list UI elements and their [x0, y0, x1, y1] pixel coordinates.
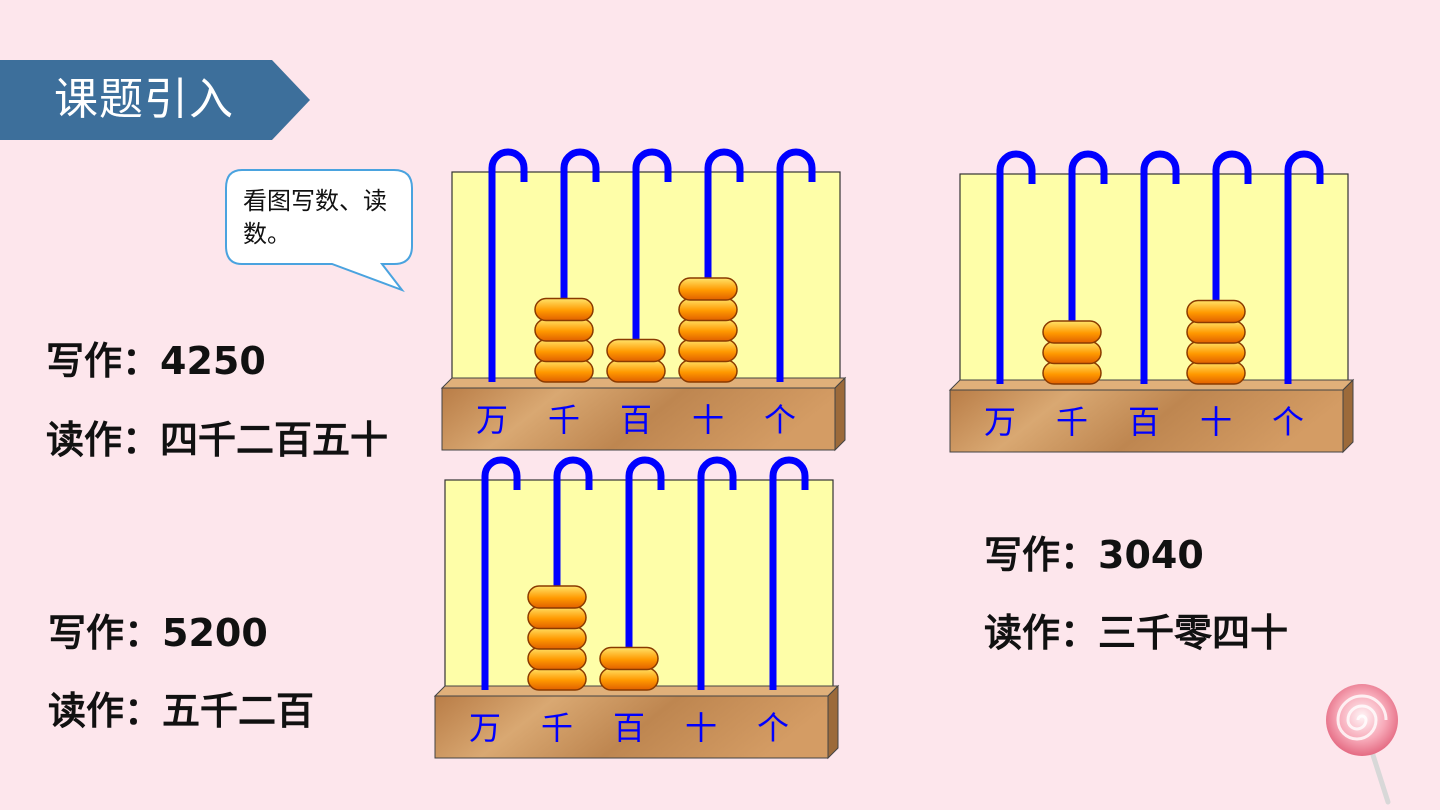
abacus-1-read: 读作：四千二百五十	[46, 417, 388, 463]
place-label: 万	[476, 401, 508, 439]
read-label: 读作：	[46, 418, 161, 462]
place-label: 千	[541, 709, 573, 747]
abacus-bead	[1186, 361, 1246, 385]
abacus-rod	[996, 150, 1036, 384]
abacus-base-top	[948, 379, 1355, 391]
abacus-base	[441, 387, 836, 451]
abacus-bead	[1042, 320, 1102, 344]
abacus-bead	[606, 359, 666, 383]
abacus-rod	[1140, 150, 1180, 384]
abacus-base	[434, 695, 829, 759]
read-value: 四千二百五十	[160, 418, 389, 462]
abacus-bead	[527, 605, 587, 630]
abacus-bead	[1186, 320, 1246, 344]
abacus-rod	[488, 148, 528, 382]
abacus-bead	[599, 667, 659, 691]
abacus-bead	[606, 338, 666, 363]
write-label: 写作：	[48, 611, 163, 655]
abacus-bead	[1042, 340, 1102, 365]
place-label: 个	[764, 401, 796, 439]
place-label: 千	[1056, 403, 1088, 441]
abacus-bead	[678, 318, 738, 342]
abacus-bead	[527, 626, 587, 650]
abacus-bead	[1186, 299, 1246, 324]
abacus-2-write: 写作：3040	[984, 532, 1204, 578]
abacus-rod	[1212, 150, 1252, 384]
abacus-1-graphic: 万千百十个	[440, 148, 847, 452]
abacus-base-side	[827, 684, 839, 760]
abacus-rod	[1068, 150, 1108, 384]
abacus-1-write: 写作：4250	[46, 338, 266, 384]
abacus-base-side	[834, 376, 846, 452]
abacus-rod	[632, 148, 672, 382]
read-value: 五千二百	[162, 689, 315, 733]
abacus-bead	[527, 667, 587, 691]
speech-bubble	[225, 169, 413, 293]
abacus-board	[959, 173, 1349, 386]
write-label: 写作：	[984, 533, 1099, 577]
place-label: 百	[613, 709, 645, 747]
abacus-bead	[1042, 361, 1102, 385]
place-label: 万	[984, 403, 1016, 441]
place-label: 十	[685, 709, 717, 747]
write-value: 5200	[162, 611, 268, 655]
abacus-bead	[534, 338, 594, 363]
abacus-bead	[534, 318, 594, 342]
place-label: 十	[1200, 403, 1232, 441]
abacus-base	[949, 389, 1344, 453]
read-label: 读作：	[48, 689, 163, 733]
abacus-rod	[769, 456, 809, 690]
abacus-rod	[625, 456, 665, 690]
place-label: 百	[1128, 403, 1160, 441]
abacus-bead	[678, 297, 738, 322]
abacus-3-read: 读作：五千二百	[48, 688, 314, 734]
abacus-rod	[704, 148, 744, 382]
page-title: 课题引入	[54, 74, 234, 125]
write-value: 4250	[160, 339, 266, 383]
place-label: 百	[620, 401, 652, 439]
abacus-3-graphic: 万千百十个	[433, 456, 840, 760]
abacus-3: 万千百十个	[433, 456, 843, 761]
abacus-rod	[1284, 150, 1324, 384]
abacus-bead	[678, 338, 738, 363]
lollipop-icon	[1326, 684, 1398, 805]
abacus-1: 万千百十个	[440, 148, 850, 453]
place-label: 十	[692, 401, 724, 439]
abacus-base-side	[1342, 378, 1354, 454]
abacus-rod	[553, 456, 593, 690]
abacus-rod	[776, 148, 816, 382]
abacus-rod	[697, 456, 737, 690]
place-label: 个	[1272, 403, 1304, 441]
abacus-2: 万千百十个	[948, 150, 1358, 455]
abacus-2-read: 读作：三千零四十	[984, 610, 1288, 656]
abacus-bead	[1186, 340, 1246, 365]
abacus-bead	[534, 297, 594, 322]
title-banner	[0, 60, 310, 140]
abacus-bead	[527, 585, 587, 609]
place-label: 千	[548, 401, 580, 439]
abacus-rod	[481, 456, 521, 690]
place-label: 个	[757, 709, 789, 747]
write-value: 3040	[1098, 533, 1204, 577]
abacus-bead	[527, 646, 587, 671]
bubble-text: 看图写数、读数。	[243, 187, 387, 248]
place-label: 万	[469, 709, 501, 747]
abacus-bead	[678, 359, 738, 383]
abacus-rod	[560, 148, 600, 382]
read-label: 读作：	[984, 611, 1099, 655]
write-label: 写作：	[46, 339, 161, 383]
abacus-bead	[678, 277, 738, 301]
abacus-3-write: 写作：5200	[48, 610, 268, 656]
abacus-2-graphic: 万千百十个	[948, 150, 1355, 454]
abacus-bead	[534, 359, 594, 383]
abacus-bead	[599, 646, 659, 671]
read-value: 三千零四十	[1098, 611, 1289, 655]
